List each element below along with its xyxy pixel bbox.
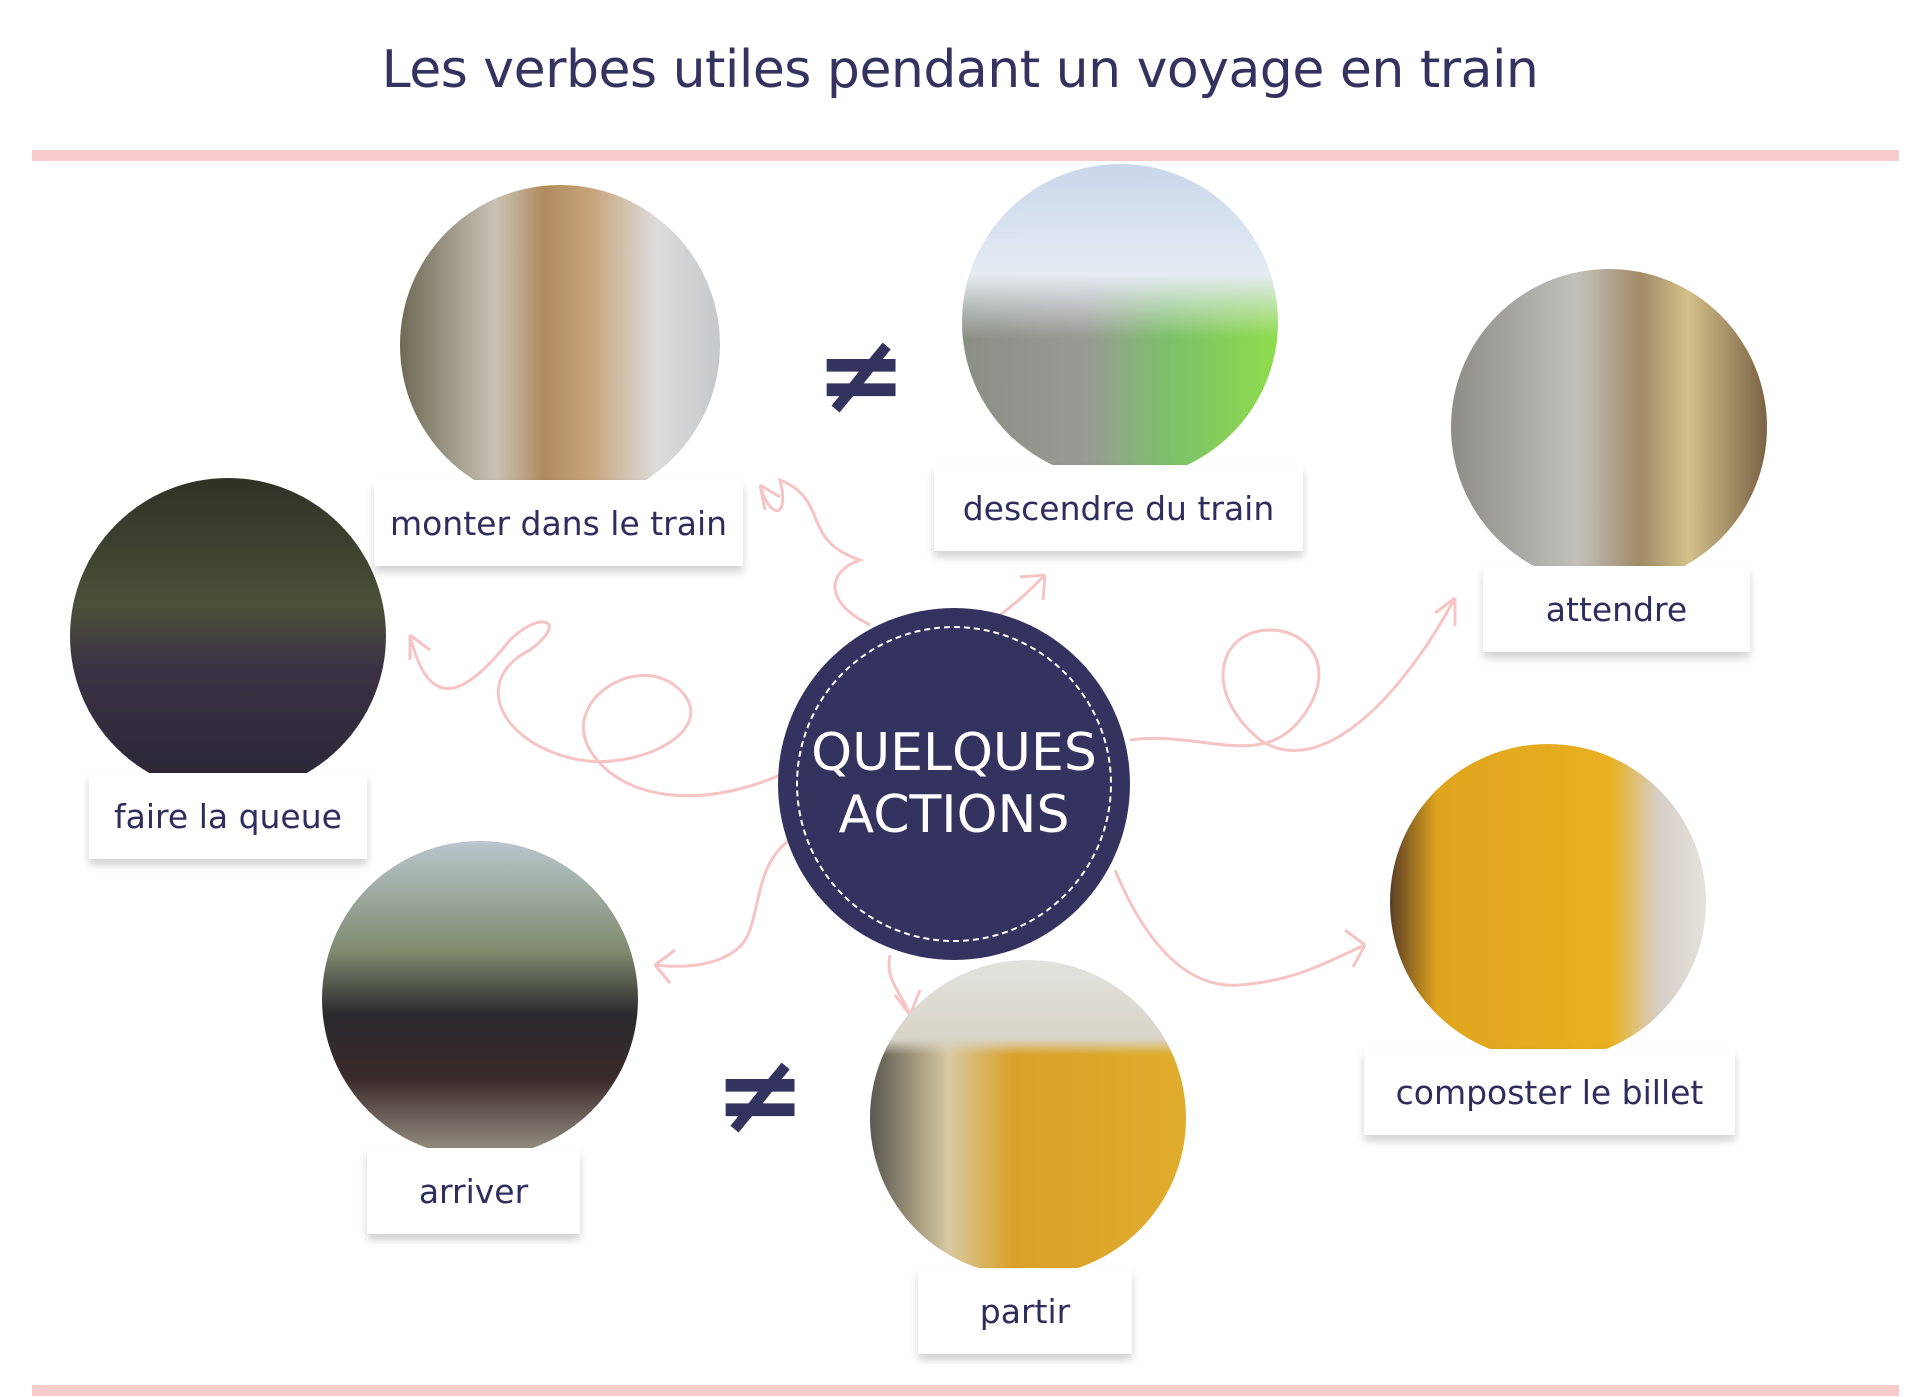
arrow-arriver-head xyxy=(653,948,676,984)
arrow-monter xyxy=(758,477,871,627)
bottom-divider xyxy=(32,1385,1899,1396)
not-equal-symbol: ≠ xyxy=(714,1030,807,1158)
verb-text: partir xyxy=(979,1291,1071,1331)
verb-text: monter dans le train xyxy=(389,503,728,543)
not-equal-symbol: ≠ xyxy=(815,310,908,438)
verb-label-attendre: attendre xyxy=(1483,566,1750,652)
center-circle: QUELQUES ACTIONS xyxy=(778,608,1130,960)
arrow-partir xyxy=(887,954,912,1016)
photo-crowd-queue-station xyxy=(70,478,386,794)
center-text-line1: QUELQUES xyxy=(811,723,1097,783)
photo-steam-locomotive xyxy=(322,841,638,1157)
verb-label-arriver: arriver xyxy=(367,1148,580,1234)
verb-label-monter: monter dans le train xyxy=(374,480,743,566)
verb-text: faire la queue xyxy=(114,796,342,836)
verb-text: composter le billet xyxy=(1395,1072,1704,1112)
verb-text: attendre xyxy=(1545,589,1688,629)
arrow-faire-queue-head xyxy=(408,633,431,660)
arrow-descendre-head xyxy=(1019,573,1047,601)
center-text-line2: ACTIONS xyxy=(838,785,1070,845)
verb-text: arriver xyxy=(418,1171,529,1211)
photo-people-waiting-subway xyxy=(1451,269,1767,585)
photo-ticket-validator xyxy=(1390,744,1706,1060)
arrow-faire-queue xyxy=(408,620,781,798)
arrow-attendre xyxy=(1129,597,1457,752)
arrow-arriver xyxy=(654,838,791,968)
verb-label-partir: partir xyxy=(918,1268,1132,1354)
arrow-descendre xyxy=(999,573,1047,617)
verb-label-composter: composter le billet xyxy=(1364,1049,1735,1135)
verb-text: descendre du train xyxy=(962,488,1275,528)
top-divider xyxy=(32,150,1899,161)
page-title: Les verbes utiles pendant un voyage en t… xyxy=(381,40,1539,100)
photo-yellow-train xyxy=(870,960,1186,1276)
verb-label-faire-la-queue: faire la queue xyxy=(89,773,367,859)
arrow-composter xyxy=(1113,869,1366,987)
arrow-composter-head xyxy=(1344,928,1367,968)
arrow-attendre-head xyxy=(1434,596,1457,626)
photo-green-train-platform xyxy=(962,164,1278,480)
verb-label-descendre: descendre du train xyxy=(934,465,1303,551)
arrow-monter-head xyxy=(758,483,781,511)
photo-man-boarding-train xyxy=(400,185,720,505)
